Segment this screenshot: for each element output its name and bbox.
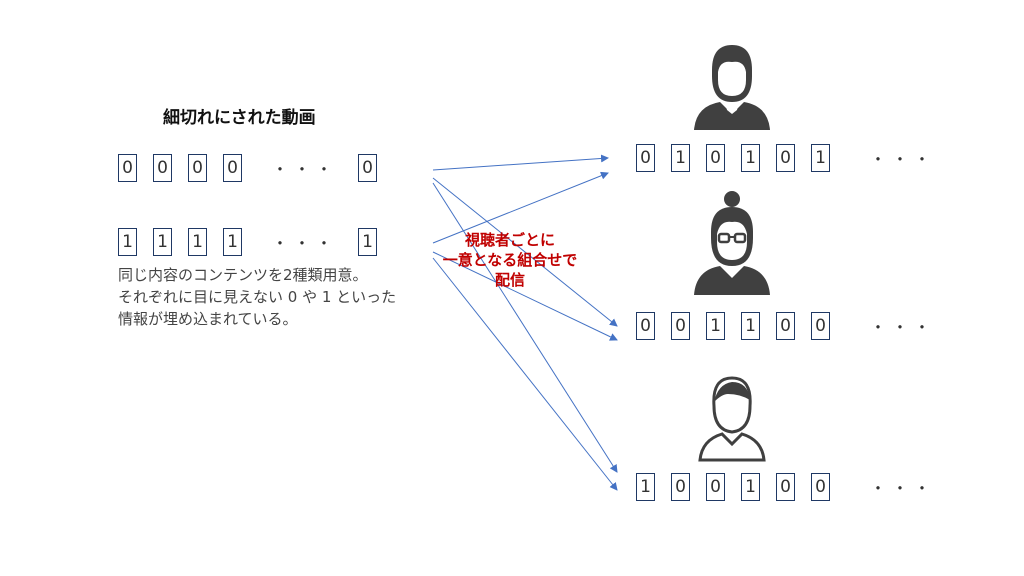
viewer-2-sequence: 0 0 1 1 0 0 ・・・ xyxy=(636,312,936,340)
arrow-0-to-viewer2 xyxy=(432,177,618,327)
bit-box: 0 xyxy=(118,154,137,182)
bit-box: 1 xyxy=(153,228,172,256)
arrow-1-to-viewer1 xyxy=(432,171,609,244)
description-line: 同じ内容のコンテンツを2種類用意。 xyxy=(118,266,368,284)
bit-box: 0 xyxy=(671,312,690,340)
description-line: 情報が埋め込まれている。 xyxy=(118,310,298,328)
bit-box: 0 xyxy=(153,154,172,182)
bit-box: 0 xyxy=(358,154,378,182)
description-line: それぞれに目に見えない 0 や 1 といった xyxy=(118,288,397,306)
bit-box: 1 xyxy=(741,312,760,340)
source-title: 細切れにされた動画 xyxy=(163,108,316,128)
bit-box: 0 xyxy=(811,473,830,501)
bit-box: 1 xyxy=(671,144,690,172)
arrow-1-to-viewer3 xyxy=(432,257,618,491)
bit-box: 1 xyxy=(811,144,830,172)
arrow-0-to-viewer3 xyxy=(432,182,618,473)
label-line: 視聴者ごとに xyxy=(464,231,555,249)
label-line: 一意となる組合せで xyxy=(442,251,578,269)
bit-box: 0 xyxy=(636,144,655,172)
ellipsis: ・・・ xyxy=(272,234,339,253)
source-row-1: 1 1 1 1 ・・・ 1 xyxy=(118,228,393,256)
viewer-3-sequence: 1 0 0 1 0 0 ・・・ xyxy=(636,473,936,501)
bit-box: 0 xyxy=(776,144,795,172)
label-line: 配信 xyxy=(494,271,525,289)
bit-box: 0 xyxy=(706,473,725,501)
bit-box: 0 xyxy=(811,312,830,340)
female-glasses-icon xyxy=(694,191,770,295)
bit-box: 0 xyxy=(636,312,655,340)
bit-box: 1 xyxy=(741,144,760,172)
bit-box: 1 xyxy=(636,473,655,501)
source-row-0: 0 0 0 0 ・・・ 0 xyxy=(118,154,393,182)
viewer-1-sequence: 0 1 0 1 0 1 ・・・ xyxy=(636,144,936,172)
bit-box: 1 xyxy=(188,228,207,256)
bit-box: 0 xyxy=(223,154,242,182)
bit-box: 0 xyxy=(776,473,795,501)
ellipsis: ・・・ xyxy=(870,150,937,169)
bit-box: 1 xyxy=(223,228,242,256)
male-suit-icon xyxy=(694,45,770,130)
ellipsis: ・・・ xyxy=(870,479,937,498)
source-description: 同じ内容のコンテンツを2種類用意。 それぞれに目に見えない 0 や 1 といった… xyxy=(118,264,438,330)
bit-box: 0 xyxy=(776,312,795,340)
bit-box: 1 xyxy=(706,312,725,340)
person-outline-icon xyxy=(698,376,766,462)
ellipsis: ・・・ xyxy=(870,318,937,337)
bit-box: 1 xyxy=(358,228,378,256)
bit-box: 0 xyxy=(188,154,207,182)
bit-box: 0 xyxy=(706,144,725,172)
bit-box: 1 xyxy=(118,228,137,256)
arrow-1-to-viewer2 xyxy=(432,251,618,341)
ellipsis: ・・・ xyxy=(272,160,339,179)
distribution-label: 視聴者ごとに 一意となる組合せで 配信 xyxy=(430,230,590,290)
arrow-0-to-viewer1 xyxy=(432,154,609,171)
bit-box: 1 xyxy=(741,473,760,501)
bit-box: 0 xyxy=(671,473,690,501)
